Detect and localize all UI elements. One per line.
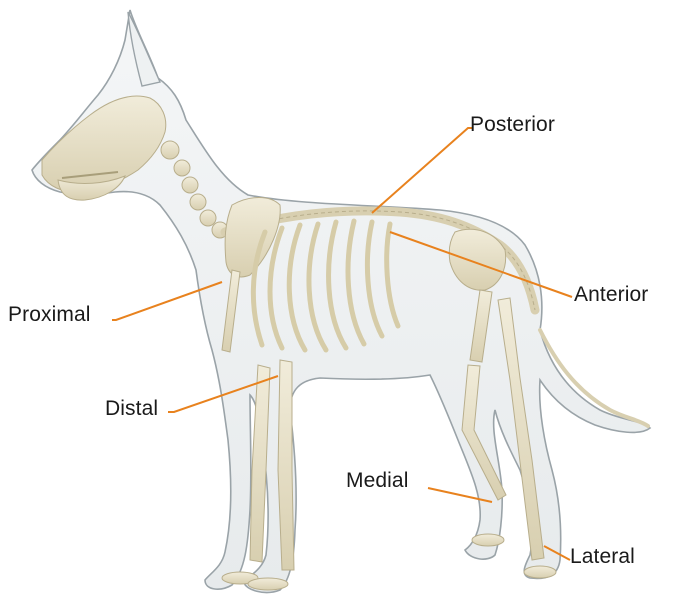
label-distal: Distal [105, 397, 158, 421]
label-anterior: Anterior [574, 283, 648, 307]
label-proximal: Proximal [8, 303, 90, 327]
label-medial: Medial [346, 469, 408, 493]
posterior-leader [372, 128, 472, 213]
label-posterior: Posterior [470, 113, 555, 137]
label-lateral: Lateral [570, 545, 635, 569]
